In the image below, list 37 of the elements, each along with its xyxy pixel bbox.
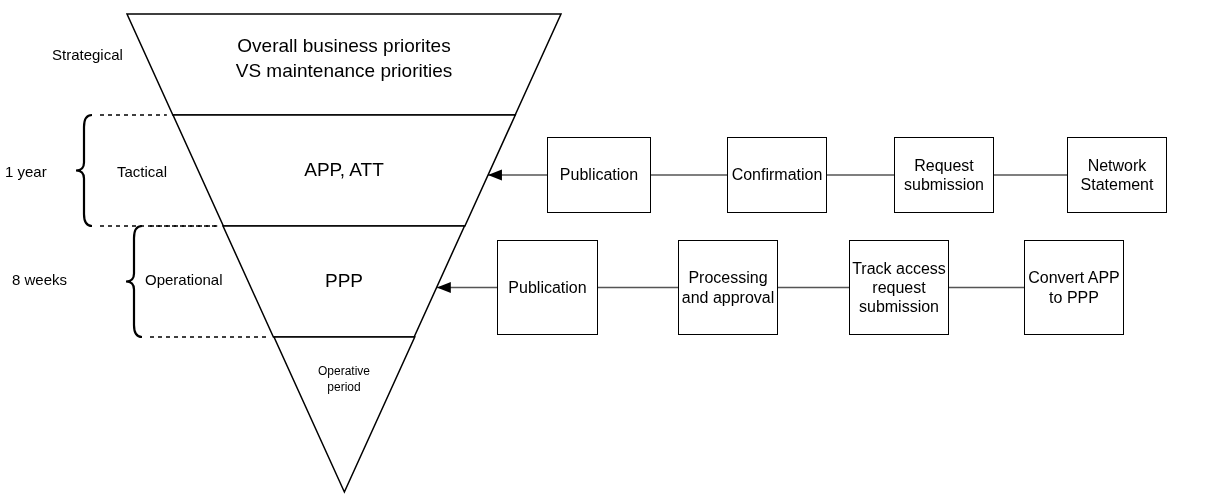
process-box xyxy=(547,137,651,213)
box-label: Confirmation xyxy=(731,165,823,185)
band-label: PPP xyxy=(324,269,363,294)
box-label: Network Statement xyxy=(1079,155,1155,195)
pyramid-tip xyxy=(273,337,415,492)
duration-label: 8 weeks xyxy=(12,271,68,288)
band-label: Overall business priorites VS maintenance priorities xyxy=(234,33,454,83)
box-label: Track access request submission xyxy=(851,258,947,317)
process-box xyxy=(678,240,778,335)
level-label: Strategical xyxy=(52,46,123,63)
process-box xyxy=(849,240,949,335)
connector-line xyxy=(948,286,1025,289)
band-label: Operative period xyxy=(316,363,371,396)
connector-line xyxy=(826,174,895,176)
band-label: APP, ATT xyxy=(304,158,384,183)
box-label: Request submission xyxy=(903,155,985,195)
pyramid-band xyxy=(127,14,561,115)
duration-label: 1 year xyxy=(5,163,47,180)
connector-line xyxy=(993,174,1068,176)
box-label: Publication xyxy=(559,165,639,185)
process-box xyxy=(1067,137,1167,213)
level-label: Operational xyxy=(145,271,223,288)
connector-line xyxy=(597,286,679,289)
arrow xyxy=(487,169,548,181)
process-box xyxy=(1024,240,1124,335)
pyramid-band xyxy=(172,115,516,226)
process-box xyxy=(894,137,994,213)
process-box xyxy=(497,240,598,335)
connector-line xyxy=(650,174,728,176)
connector-line xyxy=(777,286,850,289)
box-label: Publication xyxy=(508,277,587,298)
pyramid-band xyxy=(223,226,465,337)
box-label: Processing and approval xyxy=(680,268,776,307)
process-box xyxy=(727,137,827,213)
level-label: Tactical xyxy=(117,163,168,180)
box-label: Convert APP to PPP xyxy=(1027,268,1121,307)
arrow xyxy=(436,281,498,294)
